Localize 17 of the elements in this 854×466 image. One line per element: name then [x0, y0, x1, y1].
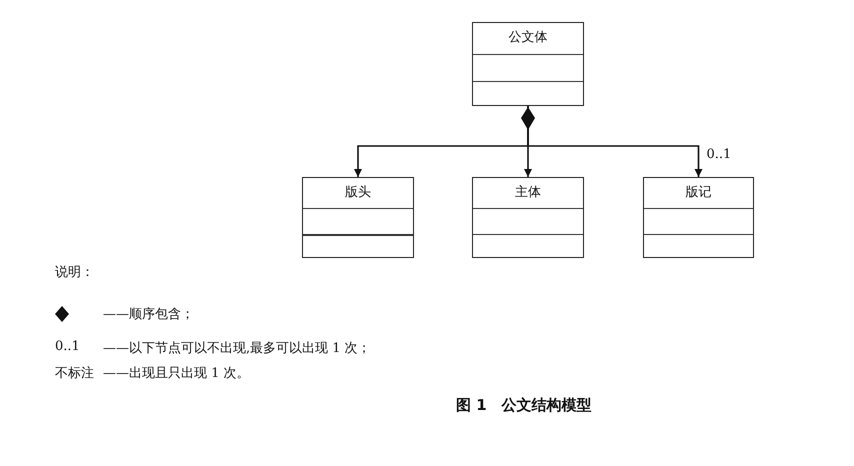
- arrow: [527, 106, 702, 177]
- legend-text: ——顺序包含；: [103, 306, 194, 323]
- class-box: [472, 177, 584, 258]
- class-box: [643, 177, 754, 258]
- class-name: 主体: [514, 184, 542, 202]
- class-name: 版记: [684, 184, 712, 202]
- legend-note: ——以下节点可以不出现,最多可以出现 1 次；: [103, 340, 371, 357]
- class-name: 公文体: [508, 29, 548, 47]
- class-box: [472, 22, 584, 106]
- legend-note: 0..1: [55, 339, 80, 354]
- class-box: [302, 177, 414, 258]
- figure-caption: 图 1 公文结构模型: [456, 396, 592, 415]
- legend-note: ——出现且只出现 1 次。: [103, 365, 250, 382]
- legend-note: 说明：: [55, 264, 94, 281]
- edge-label: 0..1: [706, 147, 732, 162]
- class-name: 版头: [344, 184, 372, 202]
- legend-note: 不标注: [55, 365, 94, 382]
